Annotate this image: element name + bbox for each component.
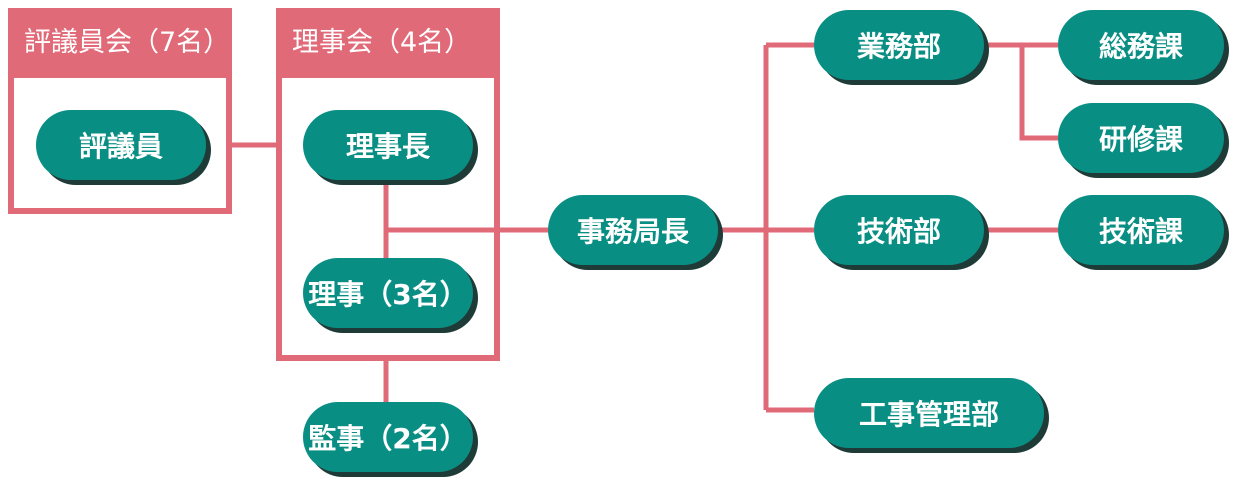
directors-node: 理事（3名） — [303, 258, 473, 328]
auditors-node: 監事（2名） — [303, 402, 473, 472]
technical-dept-node: 技術部 — [814, 195, 984, 265]
business-dept-node: 業務部 — [814, 10, 984, 80]
chairman-node: 理事長 — [303, 110, 473, 180]
technical-section-node: 技術課 — [1058, 195, 1224, 265]
councilors-group-title: 評議員会（7名） — [8, 8, 232, 78]
construction-mgmt-dept-node: 工事管理部 — [814, 378, 1044, 448]
councilor-node: 評議員 — [36, 110, 206, 180]
board-group-title: 理事会（4名） — [276, 8, 500, 78]
secretary-general-node: 事務局長 — [548, 195, 718, 265]
general-affairs-section-node: 総務課 — [1058, 10, 1224, 80]
connector-business-training — [1019, 45, 1058, 141]
training-section-node: 研修課 — [1058, 103, 1224, 173]
